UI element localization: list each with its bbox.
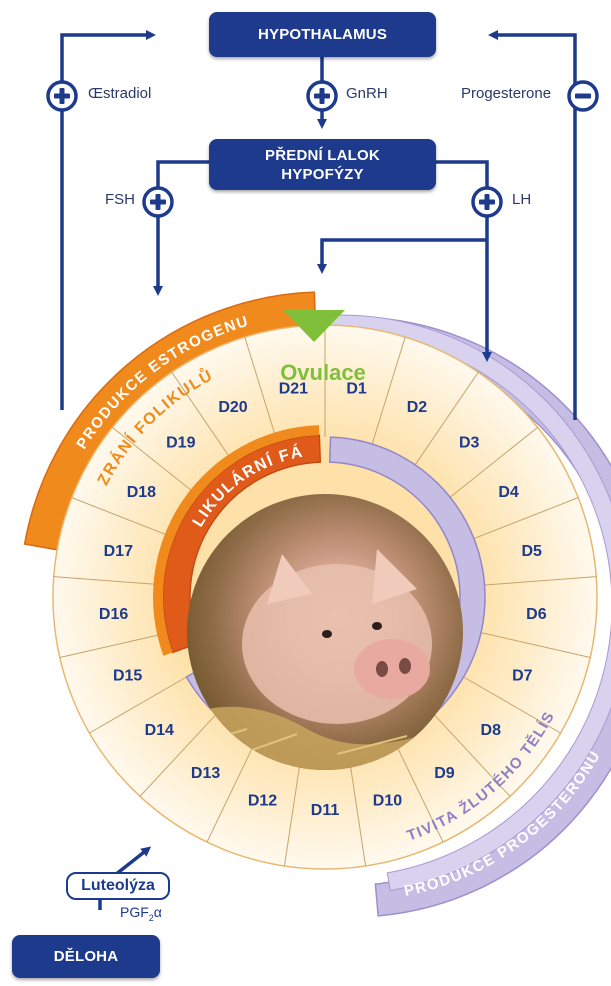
anterior-pituitary-box: PŘEDNÍ LALOK HYPOFÝZY (209, 139, 436, 190)
ovulation-label: Ovulace (280, 360, 366, 385)
piglet-photo (187, 494, 463, 770)
pgf-alpha: α (154, 904, 162, 920)
day-label: D17 (104, 543, 133, 560)
day-label: D8 (481, 722, 502, 739)
piglet-illustration (187, 494, 463, 770)
hypothalamus-label: HYPOTHALAMUS (258, 26, 387, 43)
day-label: D3 (459, 435, 480, 452)
uterus-label: DĚLOHA (54, 948, 119, 965)
luteolysis-label: Luteolýza (66, 872, 170, 900)
pgf2alpha-label: PGF2α (120, 904, 162, 923)
day-label: D7 (512, 667, 533, 684)
day-label: D2 (407, 399, 428, 416)
plus-icon-stem (60, 88, 65, 104)
plus-icon (308, 82, 336, 110)
uterus-box: DĚLOHA (12, 935, 160, 978)
plus-icon (48, 82, 76, 110)
fsh-label: FSH (105, 191, 135, 208)
day-label: D19 (166, 435, 195, 452)
day-label: D14 (145, 722, 174, 739)
pituitary-label-line1: PŘEDNÍ LALOK (265, 146, 380, 165)
plus-icon (473, 188, 501, 216)
lh-branch-line (322, 240, 487, 270)
day-label: D4 (498, 484, 519, 501)
minus-icon-bar (575, 94, 591, 99)
minus-icon (569, 82, 597, 110)
lh-label: LH (512, 191, 531, 208)
day-label: D18 (127, 484, 156, 501)
gnrh-label: GnRH (346, 85, 388, 102)
day-label: D15 (113, 667, 142, 684)
day-label: D10 (373, 793, 402, 810)
day-label: D13 (191, 765, 220, 782)
progesterone-label: Progesterone (461, 85, 551, 102)
day-label: D11 (311, 802, 340, 819)
day-label: D9 (434, 765, 455, 782)
estradiol-label: Œstradiol (88, 85, 151, 102)
plus-icon-stem (485, 194, 490, 210)
pituitary-label-line2: HYPOFÝZY (281, 165, 363, 184)
day-label: D20 (218, 399, 247, 416)
plus-icon-stem (156, 194, 161, 210)
plus-icon-stem (320, 88, 325, 104)
day-label: D5 (521, 543, 542, 560)
hypothalamus-box: HYPOTHALAMUS (209, 12, 436, 57)
plus-icon (144, 188, 172, 216)
day-label: D12 (248, 793, 277, 810)
day-label: D6 (526, 606, 547, 623)
day-label: D16 (99, 606, 128, 623)
pgf-base: PGF (120, 904, 149, 920)
fsh-line (158, 162, 209, 292)
